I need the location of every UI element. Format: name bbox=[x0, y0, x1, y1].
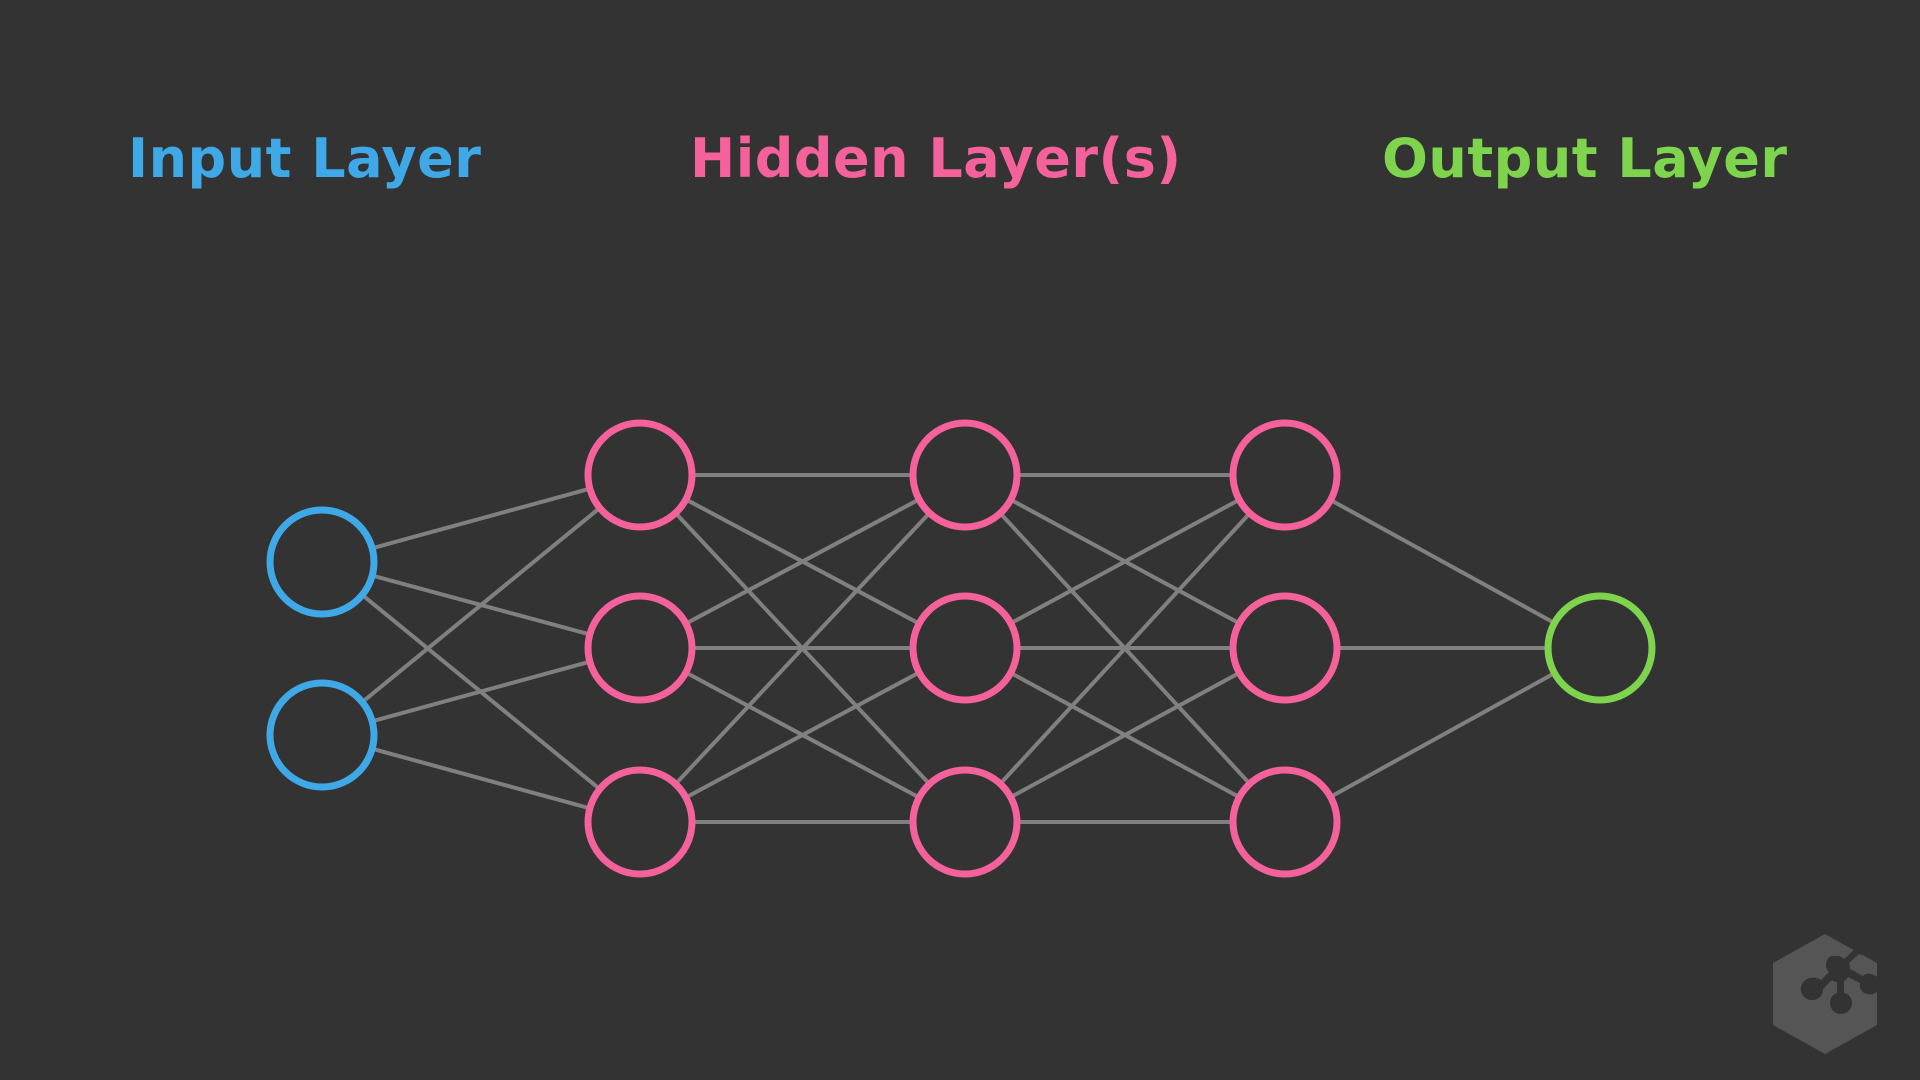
node-hidden-2-2 bbox=[909, 592, 1021, 704]
layer-label-hidden: Hidden Layer(s) bbox=[690, 127, 1182, 190]
edge-hidden-2-1-to-hidden-3-0 bbox=[1008, 497, 1242, 626]
edges-group bbox=[360, 473, 1557, 824]
edge-hidden-3-2-to-output-0 bbox=[1328, 671, 1557, 799]
node-hidden-2-3 bbox=[909, 766, 1021, 878]
node-hidden-1-2 bbox=[584, 592, 696, 704]
layer-label-input: Input Layer bbox=[128, 127, 482, 190]
edge-hidden-2-2-to-hidden-3-0 bbox=[998, 511, 1252, 786]
edge-hidden-1-1-to-hidden-2-0 bbox=[683, 497, 922, 626]
edge-input-1-to-hidden-1-1 bbox=[370, 659, 592, 724]
hexagon-shape bbox=[1773, 934, 1877, 1054]
node-hidden-3-1 bbox=[1229, 419, 1341, 531]
edge-hidden-2-2-to-hidden-3-1 bbox=[1008, 670, 1242, 800]
node-hidden-1-1 bbox=[584, 419, 696, 531]
layer-label-output: Output Layer bbox=[1382, 127, 1788, 190]
edge-input-0-to-hidden-1-0 bbox=[370, 486, 592, 551]
neuron-icon bbox=[1800, 936, 1881, 1014]
node-input-2 bbox=[266, 679, 378, 791]
node-hidden-1-3 bbox=[584, 766, 696, 878]
edge-input-1-to-hidden-1-0 bbox=[360, 505, 602, 705]
node-hidden-3-3 bbox=[1229, 766, 1341, 878]
edge-hidden-1-2-to-hidden-2-1 bbox=[683, 670, 922, 800]
node-output-1 bbox=[1544, 592, 1656, 704]
node-hidden-2-1 bbox=[909, 419, 1021, 531]
edge-hidden-3-0-to-output-0 bbox=[1328, 498, 1557, 625]
edge-input-1-to-hidden-1-2 bbox=[370, 746, 592, 811]
nodes-group bbox=[266, 419, 1656, 878]
edge-hidden-1-2-to-hidden-2-0 bbox=[673, 510, 932, 787]
node-hidden-3-2 bbox=[1229, 592, 1341, 704]
brand-watermark-logo bbox=[1773, 934, 1881, 1054]
node-input-1 bbox=[266, 506, 378, 618]
